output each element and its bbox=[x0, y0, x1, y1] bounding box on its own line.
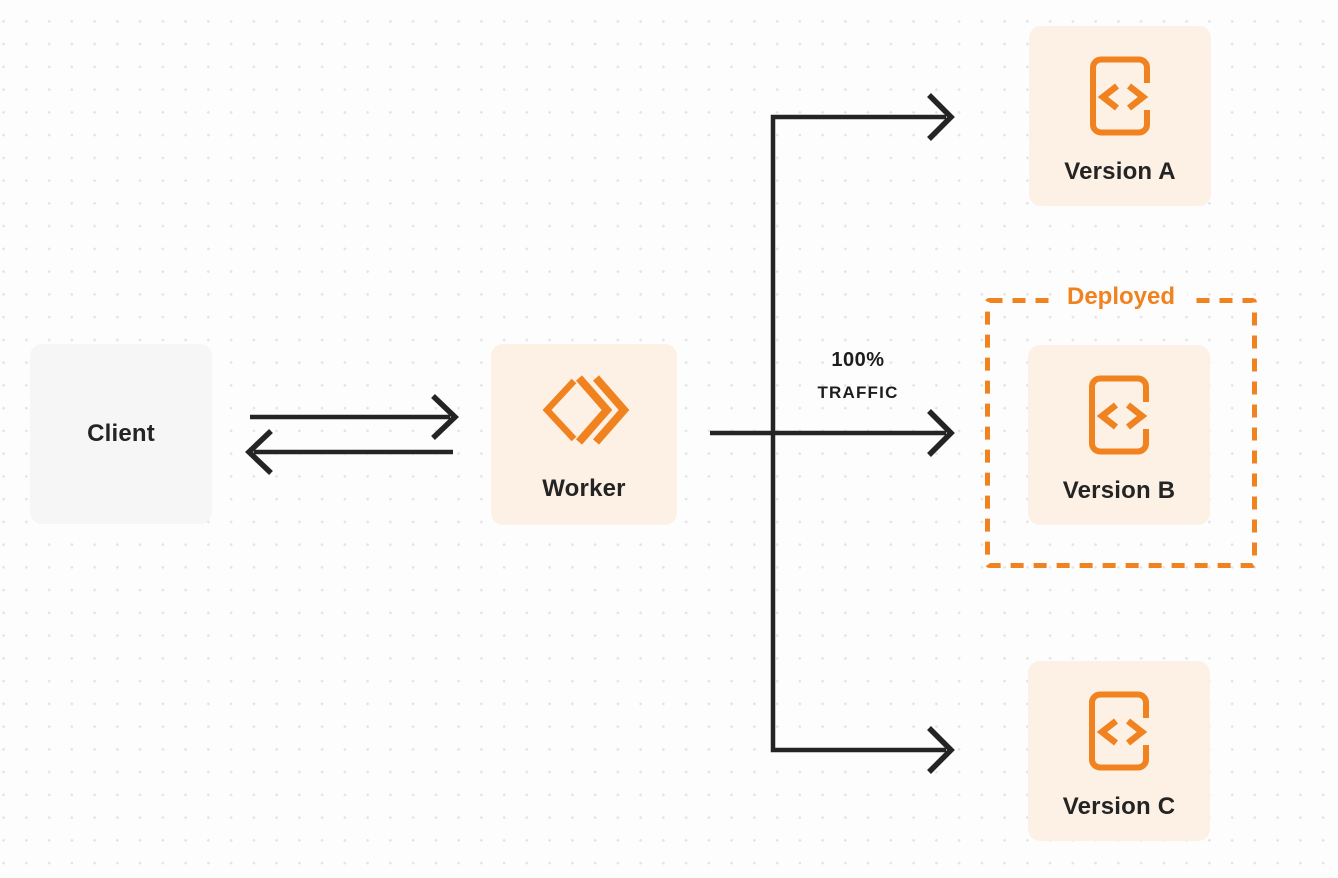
code-file-icon bbox=[1089, 691, 1150, 771]
cloudflare-workers-logo-icon bbox=[542, 374, 630, 445]
version-c-arrowhead-icon bbox=[927, 726, 955, 774]
version-a-label: Version A bbox=[1064, 158, 1176, 185]
traffic-label: 100% TRAFFIC bbox=[773, 349, 943, 403]
version-c-label: Version C bbox=[1062, 793, 1176, 820]
traffic-word: TRAFFIC bbox=[817, 383, 899, 402]
version-b-arrowhead-icon bbox=[927, 409, 955, 457]
branch-trunk-line bbox=[770, 114, 946, 753]
client-node: Client bbox=[30, 344, 212, 524]
version-c-node: Version C bbox=[1028, 661, 1210, 841]
deployed-group: Deployed Version B bbox=[985, 283, 1257, 568]
version-b-node: Version B bbox=[1028, 345, 1210, 525]
client-to-worker-arrowhead-icon bbox=[431, 394, 459, 440]
traffic-percent: 100% bbox=[831, 349, 885, 371]
version-a-arrowhead-icon bbox=[927, 93, 955, 141]
client-label: Client bbox=[87, 420, 155, 447]
worker-node: Worker bbox=[491, 344, 677, 525]
code-file-icon bbox=[1089, 375, 1150, 455]
deployed-dashed-border bbox=[985, 298, 1257, 568]
version-b-label: Version B bbox=[1062, 477, 1176, 504]
code-file-icon bbox=[1090, 56, 1151, 136]
worker-to-client-arrowhead-icon bbox=[245, 429, 273, 475]
worker-label: Worker bbox=[542, 474, 626, 502]
deployed-group-label: Deployed bbox=[1054, 283, 1188, 311]
version-a-node: Version A bbox=[1029, 26, 1211, 206]
